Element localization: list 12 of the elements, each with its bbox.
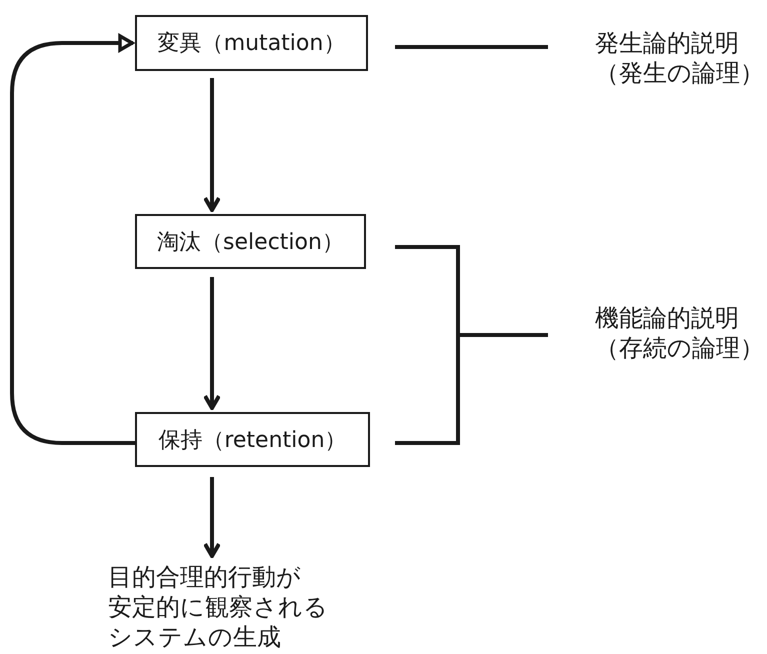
description-text: 機能論的説明（存続の論理） [595, 303, 764, 363]
feedback-arrow [10, 34, 135, 445]
process-box: 変異（mutation） [135, 15, 368, 71]
arrow [203, 477, 221, 558]
connector-line [395, 45, 548, 49]
bracket-line [395, 333, 548, 445]
process-box: 保持（retention） [135, 412, 370, 467]
description-text: 目的合理的行動が安定的に観察されるシステムの生成 [108, 562, 328, 652]
process-box: 淘汰（selection） [135, 214, 366, 269]
arrow [203, 78, 221, 212]
description-text: 発生論的説明（発生の論理） [595, 28, 764, 88]
arrow [203, 277, 221, 410]
